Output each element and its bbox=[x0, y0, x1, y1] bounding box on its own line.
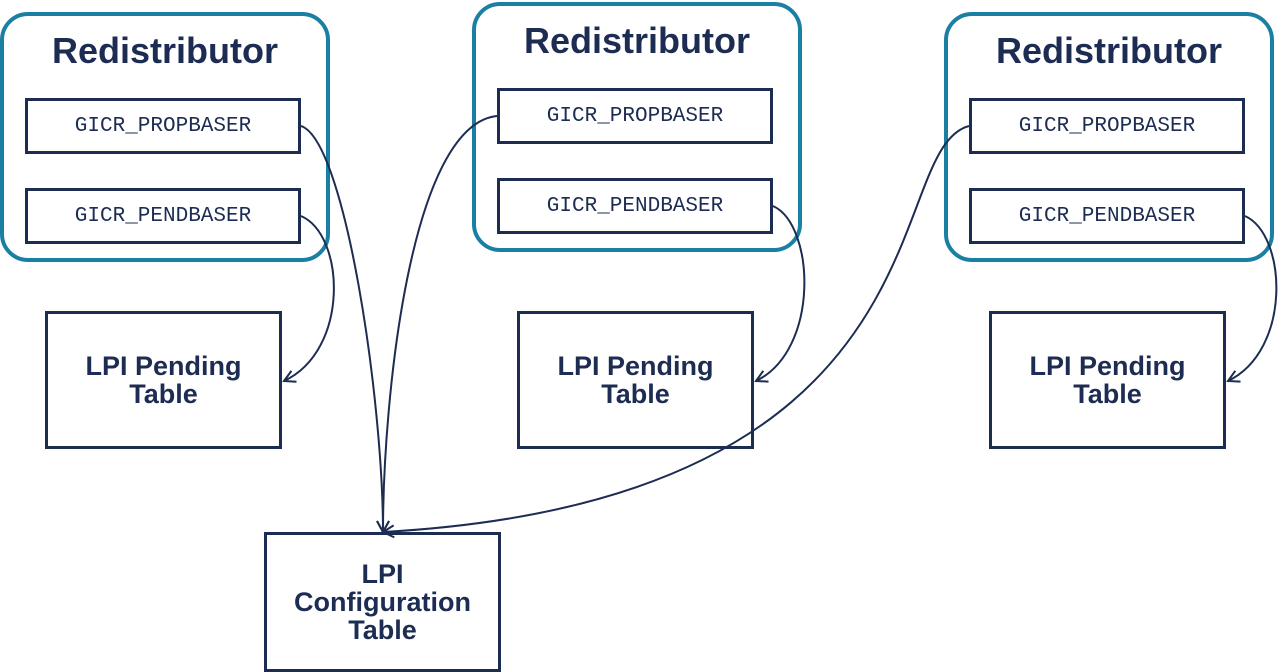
lpi-pending-table-3-label: LPI Pending Table bbox=[1029, 351, 1186, 409]
lpi-pending-table-2-label: LPI Pending Table bbox=[557, 351, 714, 409]
redistributor-3-propbaser: GICR_PROPBASER bbox=[969, 98, 1245, 154]
redistributor-2-pendbaser: GICR_PENDBASER bbox=[497, 178, 773, 234]
redistributor-1-pendbaser: GICR_PENDBASER bbox=[25, 188, 301, 244]
redistributor-1-propbaser: GICR_PROPBASER bbox=[25, 98, 301, 154]
lpi-configuration-table-label: LPI Configuration Table bbox=[294, 559, 471, 645]
lpi-pending-table-2: LPI Pending Table bbox=[517, 311, 754, 449]
lpi-pending-table-3: LPI Pending Table bbox=[989, 311, 1226, 449]
redistributor-2-propbaser: GICR_PROPBASER bbox=[497, 88, 773, 144]
lpi-configuration-table: LPI Configuration Table bbox=[264, 532, 501, 672]
redistributor-3-pendbaser: GICR_PENDBASER bbox=[969, 188, 1245, 244]
lpi-pending-table-1-label: LPI Pending Table bbox=[85, 351, 242, 409]
redistributor-2-title: Redistributor bbox=[523, 20, 750, 61]
redistributor-1-title: Redistributor bbox=[51, 30, 278, 71]
redistributor-3-title: Redistributor bbox=[995, 30, 1222, 71]
lpi-pending-table-1: LPI Pending Table bbox=[45, 311, 282, 449]
